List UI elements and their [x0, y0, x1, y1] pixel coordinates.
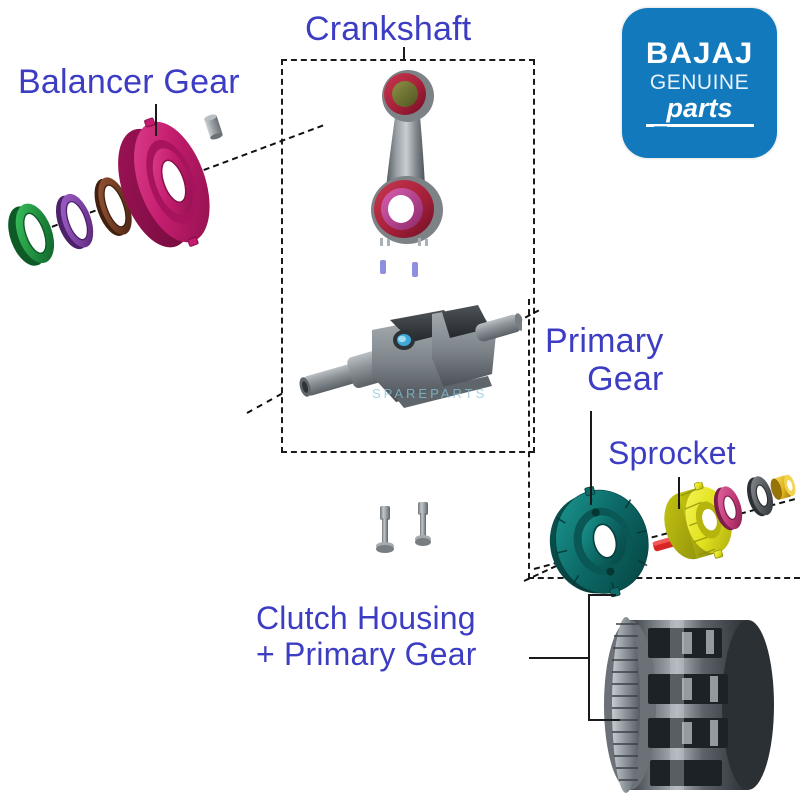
label-primary-gear: Primary Gear	[545, 322, 664, 398]
washer-magenta	[713, 486, 743, 531]
primary-gear-group-box	[528, 299, 800, 579]
label-primary-gear-line2: Gear	[587, 360, 664, 399]
bolt-left	[376, 506, 394, 553]
washer-purple	[55, 193, 94, 250]
leader-balancer-gear	[155, 104, 157, 136]
bolt-right	[415, 502, 431, 546]
logo-parts-text: parts	[666, 92, 733, 123]
label-sprocket: Sprocket	[608, 435, 736, 471]
logo-brand-text: BAJAJ	[645, 36, 754, 70]
crankshaft	[299, 305, 522, 408]
connecting-rod	[371, 70, 443, 246]
label-clutch-line1: Clutch Housing	[256, 600, 476, 636]
leader-clutch-vertical	[588, 594, 590, 720]
label-clutch-housing: Clutch Housing + Primary Gear	[256, 600, 477, 673]
label-crankshaft: Crankshaft	[305, 10, 472, 48]
nut-gold	[770, 474, 796, 500]
primary-gear	[549, 489, 649, 594]
logo-genuine-text: GENUINE	[649, 70, 750, 94]
oil-seal-green	[8, 203, 55, 266]
washer-steel	[747, 476, 774, 517]
label-clutch-line2: + Primary Gear	[256, 635, 477, 672]
sprocket	[664, 482, 732, 560]
bajaj-genuine-parts-logo: BAJAJ GENUINE parts	[622, 8, 777, 158]
leader-clutch-bottom-arm	[588, 719, 620, 721]
dowel-pin	[204, 114, 223, 140]
leader-clutch-top-arm	[588, 594, 616, 596]
leader-sprocket	[678, 477, 680, 509]
label-balancer-gear: Balancer Gear	[18, 63, 240, 101]
clutch-housing	[604, 617, 774, 793]
leader-crankshaft	[403, 47, 405, 61]
crankshaft-group-box	[281, 59, 535, 453]
leader-clutch-horizontal	[529, 657, 589, 659]
leader-primary-gear	[590, 411, 592, 505]
watermark-text: SPAREPARTS	[372, 386, 488, 401]
bearing-shell-pair	[380, 260, 418, 277]
primary-gear-teeth	[584, 486, 621, 598]
crank-box-connector-left	[246, 392, 283, 414]
logo-underline-swoosh	[645, 124, 754, 128]
label-primary-gear-line1: Primary	[545, 322, 664, 360]
